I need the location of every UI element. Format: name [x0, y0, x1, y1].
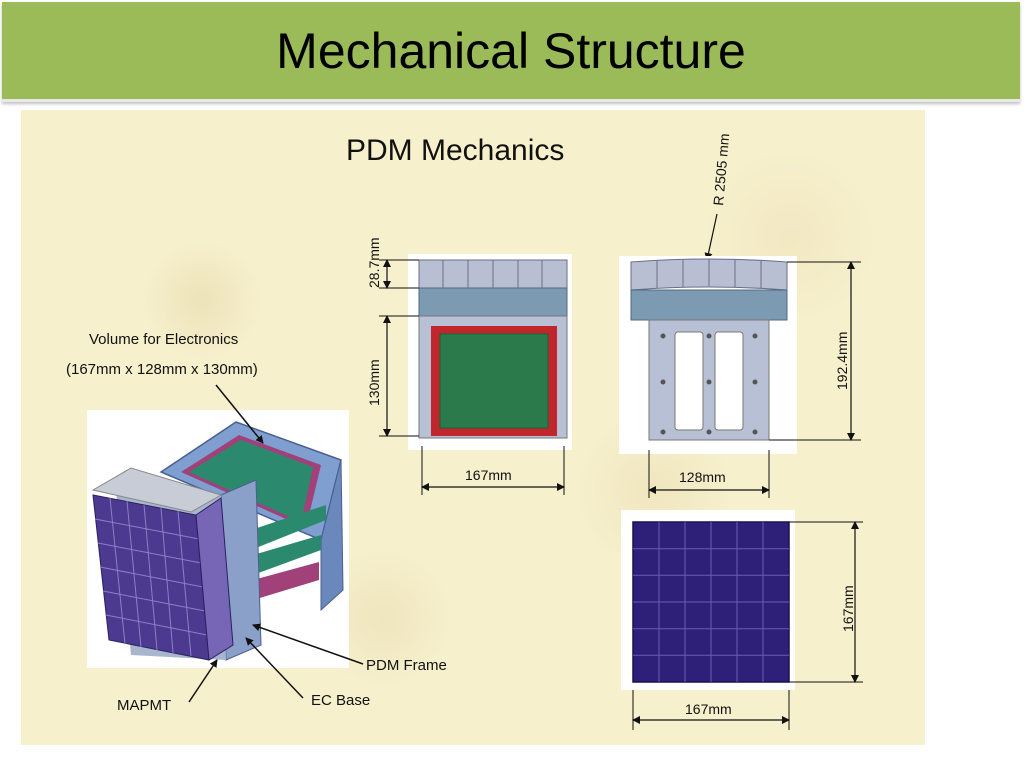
label-ec-base: EC Base — [311, 692, 370, 709]
dim-192-4: 192.4mm — [834, 332, 850, 390]
dim-28-7: 28.7mm — [366, 237, 382, 288]
front-view — [408, 254, 572, 450]
iso-board-2 — [253, 535, 321, 575]
volume-label-line2: (167mm x 128mm x 130mm) — [66, 361, 258, 378]
label-mapmt: MAPMT — [117, 697, 171, 714]
radius-arrow — [704, 213, 718, 261]
diagram-heading: PDM Mechanics — [346, 134, 564, 167]
iso-board-1 — [251, 505, 326, 550]
slide-title: Mechanical Structure — [276, 22, 746, 79]
dim-130: 130mm — [366, 359, 382, 406]
iso-mapmt-top — [91, 467, 223, 513]
iso-mapmt-face — [92, 494, 234, 661]
pdm-frame-callout-arrow — [252, 623, 364, 665]
volume-callout-arrow — [215, 384, 264, 444]
iso-view — [87, 410, 349, 668]
front-electronics-board — [439, 333, 549, 429]
iso-ec-board-top — [189, 440, 313, 522]
radius-label: R 2505 mm — [710, 133, 732, 206]
front-ec-base — [418, 287, 568, 317]
top-mapmt-grid-lines — [633, 522, 789, 682]
volume-label-line1: Volume for Electronics — [89, 331, 238, 348]
front-mapmt-row — [418, 259, 568, 289]
iso-board-3 — [253, 562, 319, 600]
dim-167-side: 167mm — [840, 585, 856, 632]
pdm-mechanics-figure: PDM Mechanics — [21, 110, 925, 745]
dim-167-front: 167mm — [465, 467, 512, 483]
ec-base-callout-arrow — [245, 637, 304, 699]
side-mapmt-row — [630, 258, 788, 291]
mapmt-callout-arrow — [188, 659, 218, 703]
iso-frame-side — [320, 459, 344, 612]
pdm-diagram: PDM Mechanics — [66, 133, 863, 730]
side-ec-base — [630, 289, 788, 321]
side-frame-bolts — [660, 333, 758, 435]
top-view — [621, 510, 795, 690]
dim-128: 128mm — [679, 469, 726, 485]
label-pdm-frame: PDM Frame — [366, 657, 447, 674]
dim-167-bottom: 167mm — [685, 701, 732, 717]
title-bar: Mechanical Structure — [2, 2, 1020, 102]
side-frame-window-left — [674, 331, 704, 431]
side-view — [619, 256, 797, 454]
side-frame-window-right — [714, 331, 744, 431]
